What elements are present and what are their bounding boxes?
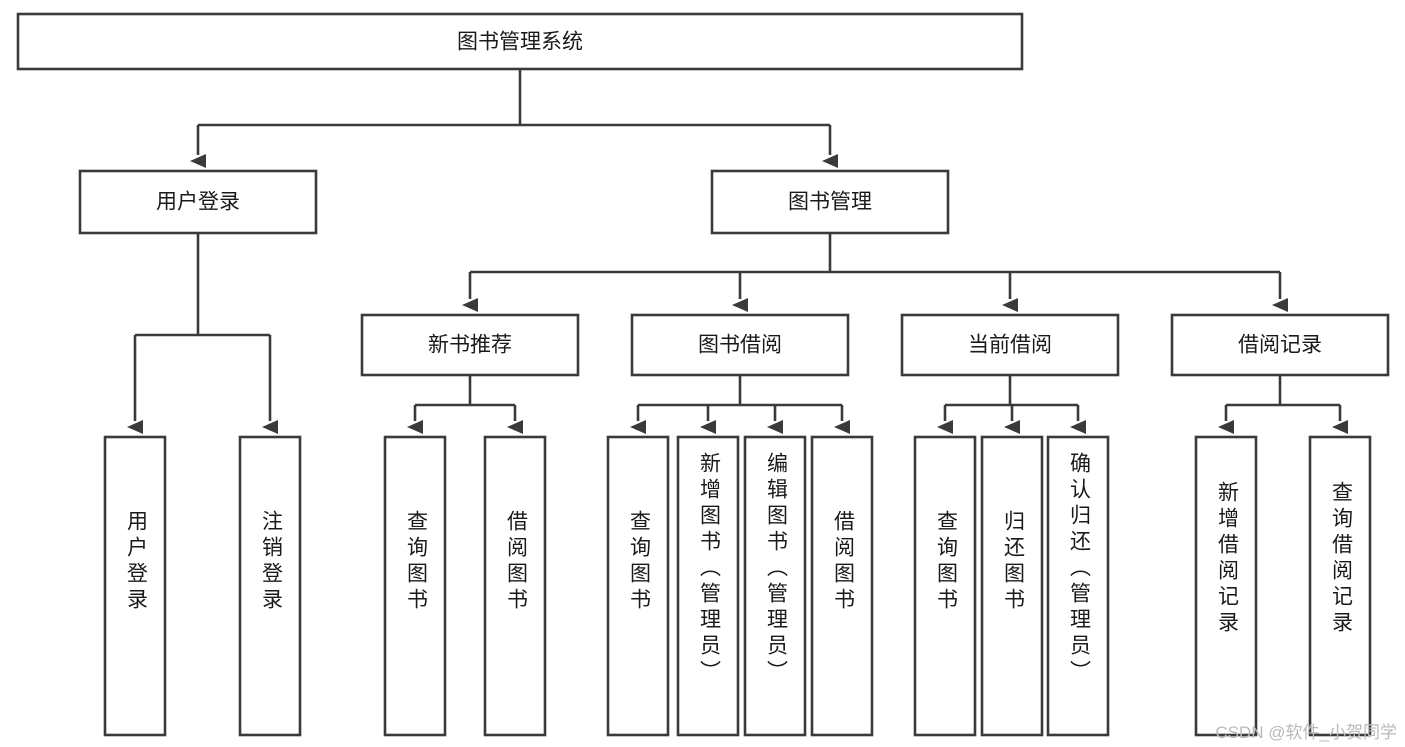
node-leaf-borrow-book-2[interactable]: 借阅图书 [810,435,874,737]
node-leaf-user-login-label: 用户登录 [124,510,148,614]
node-leaf-query-book-3-label: 查询图书 [934,510,958,614]
node-leaf-edit-book-admin-box[interactable] [743,435,807,737]
node-leaf-user-login-box[interactable] [103,435,167,737]
node-user-login-box[interactable] [78,169,318,235]
node-leaf-add-book-admin[interactable]: 新增图书（管理员） [676,435,740,737]
node-leaf-borrow-book-1-label: 借阅图书 [504,510,528,614]
node-book-borrow[interactable]: 图书借阅 [630,313,850,377]
node-leaf-query-borrow-record[interactable]: 查询借阅记录 [1308,435,1372,737]
node-leaf-edit-book-admin[interactable]: 编辑图书（管理员） [743,435,807,737]
node-leaf-edit-book-admin-label: 编辑图书（管理员） [764,452,788,686]
node-current-borrow-box[interactable] [900,313,1120,377]
node-leaf-return-book-label: 归还图书 [1001,510,1025,614]
node-borrow-record[interactable]: 借阅记录 [1170,313,1390,377]
node-leaf-query-book-1[interactable]: 查询图书 [383,435,447,737]
node-leaf-add-borrow-record-box[interactable] [1194,435,1258,737]
node-book-manage-box[interactable] [710,169,950,235]
node-leaf-confirm-return-admin-label: 确认归还（管理员） [1067,452,1091,686]
node-leaf-return-book-box[interactable] [980,435,1044,737]
node-leaf-query-book-3[interactable]: 查询图书 [913,435,977,737]
node-leaf-confirm-return-admin-box[interactable] [1046,435,1110,737]
node-leaf-query-book-3-box[interactable] [913,435,977,737]
node-leaf-add-book-admin-label: 新增图书（管理员） [697,452,721,686]
node-leaf-query-book-1-box[interactable] [383,435,447,737]
node-root[interactable]: 图书管理系统 [16,12,1024,71]
node-leaf-user-logout[interactable]: 注销登录 [238,435,302,737]
node-leaf-user-logout-box[interactable] [238,435,302,737]
node-leaf-query-book-2-box[interactable] [606,435,670,737]
node-leaf-user-login[interactable]: 用户登录 [103,435,167,737]
node-leaf-add-book-admin-box[interactable] [676,435,740,737]
node-book-manage-label: 图书管理 [788,191,872,214]
node-leaf-add-borrow-record[interactable]: 新增借阅记录 [1194,435,1258,737]
node-new-book-recommend-label: 新书推荐 [428,334,512,357]
node-book-manage[interactable]: 图书管理 [710,169,950,235]
node-current-borrow-label: 当前借阅 [968,334,1052,357]
node-current-borrow[interactable]: 当前借阅 [900,313,1120,377]
node-new-book-recommend[interactable]: 新书推荐 [360,313,580,377]
node-leaf-query-book-1-label: 查询图书 [404,510,428,614]
node-new-book-recommend-box[interactable] [360,313,580,377]
node-leaf-borrow-book-1-box[interactable] [483,435,547,737]
node-root-box[interactable] [16,12,1024,71]
node-leaf-confirm-return-admin[interactable]: 确认归还（管理员） [1046,435,1110,737]
node-leaf-add-borrow-record-label: 新增借阅记录 [1215,481,1239,637]
node-leaf-user-logout-label: 注销登录 [259,510,283,614]
node-leaf-query-book-2-label: 查询图书 [627,510,651,614]
node-book-borrow-box[interactable] [630,313,850,377]
node-leaf-return-book[interactable]: 归还图书 [980,435,1044,737]
node-leaf-borrow-book-2-label: 借阅图书 [831,510,855,614]
node-leaf-borrow-book-1[interactable]: 借阅图书 [483,435,547,737]
node-leaf-borrow-book-2-box[interactable] [810,435,874,737]
connector-layer [127,69,1348,434]
node-leaf-query-borrow-record-box[interactable] [1308,435,1372,737]
node-user-login-label: 用户登录 [156,191,240,214]
node-leaf-query-borrow-record-label: 查询借阅记录 [1329,481,1353,637]
node-borrow-record-label: 借阅记录 [1238,334,1322,357]
node-root-label: 图书管理系统 [457,31,583,54]
node-borrow-record-box[interactable] [1170,313,1390,377]
node-book-borrow-label: 图书借阅 [698,334,782,357]
node-leaf-query-book-2[interactable]: 查询图书 [606,435,670,737]
node-user-login[interactable]: 用户登录 [78,169,318,235]
